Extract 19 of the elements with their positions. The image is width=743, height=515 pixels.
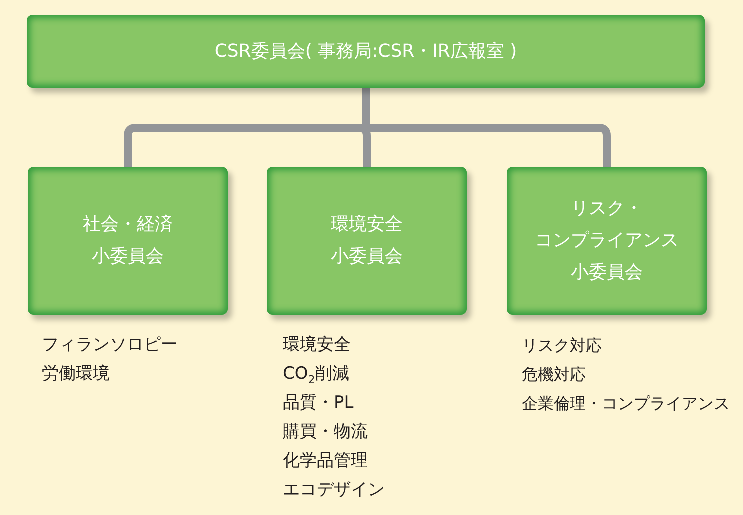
committee-box — [267, 167, 467, 315]
topic-item: 購買・物流 — [283, 421, 369, 444]
committee-box — [28, 167, 228, 315]
committee-name: リスク・コンプライアンス小委員会 — [535, 197, 679, 285]
topic-item: エコデザイン — [283, 479, 385, 502]
topic-item: 品質・PL — [283, 392, 355, 415]
topic-item: リスク対応 — [522, 335, 603, 357]
committee-name: CSR委員会( 事務局:CSR・IR広報室 ) — [214, 40, 518, 64]
topic-item: 環境安全 — [283, 334, 352, 357]
topic-item: フィランソロピー — [42, 334, 178, 357]
topic-item: CO$_{2}$削減 — [283, 363, 350, 388]
committee-box — [507, 167, 707, 315]
topic-item: 危機対応 — [522, 364, 587, 386]
committee-box — [27, 15, 705, 88]
topic-item: 企業倫理・コンプライアンス — [522, 393, 730, 415]
topic-item: 化学品管理 — [283, 450, 369, 473]
committee-name: 社会・経済小委員会 — [83, 213, 173, 269]
topic-item: 労働環境 — [42, 363, 111, 386]
committee-name: 環境安全小委員会 — [331, 213, 403, 269]
